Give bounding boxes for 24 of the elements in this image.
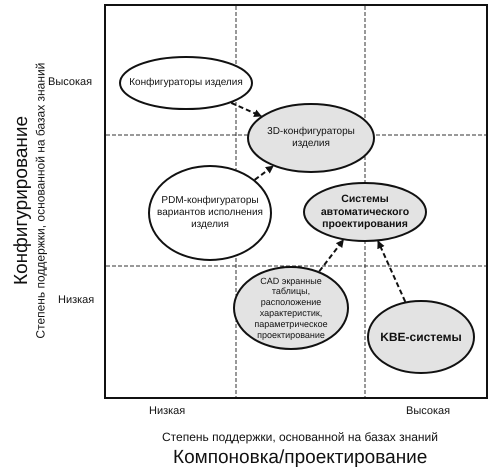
node-label: CAD экранные таблицы, расположение характеристик, параметрическое проектирование	[253, 276, 329, 340]
node-label: Системы автоматического проектирования	[320, 193, 410, 231]
axis-tick-label: Высокая	[48, 76, 92, 88]
ellipse-node	[233, 266, 349, 350]
ellipse-node	[148, 165, 272, 261]
axis-tick-label: Высокая	[406, 405, 450, 418]
axis-subtitle: Степень поддержки, основанной на базах знаний	[34, 62, 48, 338]
node-label: 3D-конфигураторы изделия	[266, 126, 356, 150]
node-label: PDM-конфигураторы вариантов исполнения изделия	[156, 195, 264, 231]
axis-title: Компоновка/проектирование	[173, 448, 428, 468]
dashed-arrow	[377, 240, 406, 302]
ellipse-node	[247, 103, 375, 173]
axis-subtitle: Степень поддержки, основанной на базах знаний	[162, 430, 438, 444]
dashed-arrow	[254, 165, 274, 181]
ellipse-node	[119, 56, 253, 110]
dashed-arrow	[230, 102, 262, 118]
axis-title: Конфигурирование	[12, 115, 32, 284]
dashed-arrow	[318, 239, 344, 272]
axis-tick-label: Низкая	[58, 294, 94, 306]
node-label: KBE-системы	[380, 330, 462, 344]
ellipse-node	[367, 300, 475, 374]
ellipse-node	[303, 182, 427, 242]
node-label: Конфигураторы изделия	[129, 77, 243, 89]
axis-tick-label: Низкая	[149, 405, 186, 418]
